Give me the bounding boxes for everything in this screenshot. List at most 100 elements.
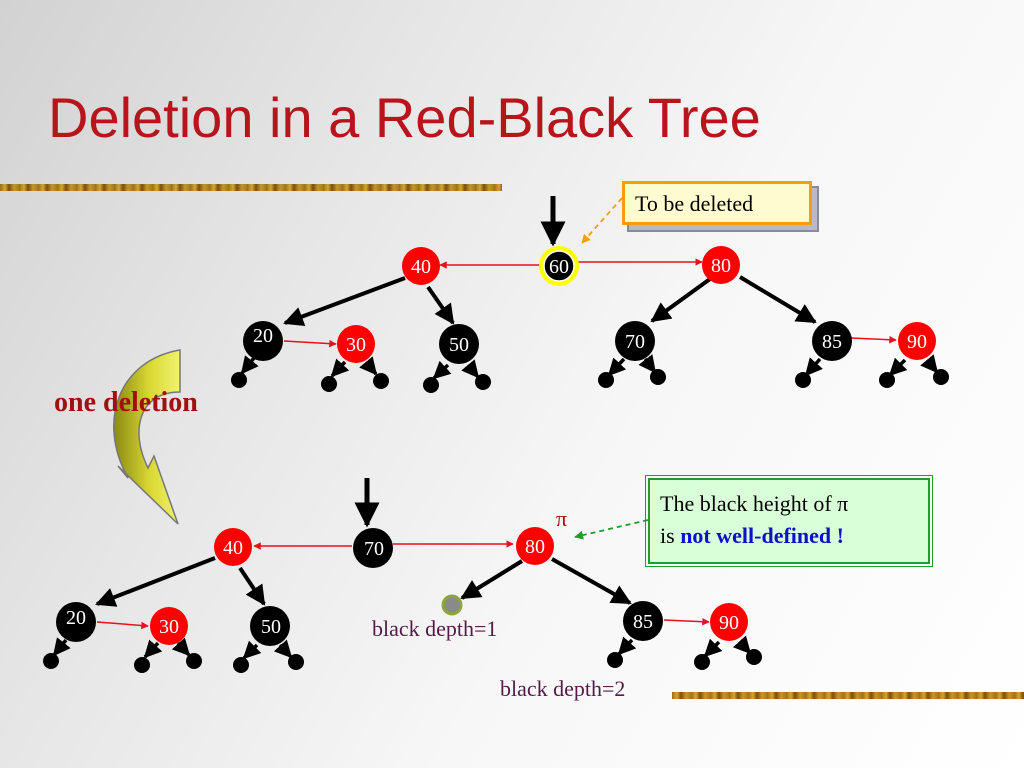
curved-down-arrow-icon <box>113 349 181 525</box>
tree-node-30: 30 <box>150 607 188 645</box>
nil-leaf <box>423 377 439 393</box>
edge-40-20 <box>95 556 216 607</box>
edge-80-85 <box>738 275 817 324</box>
black-depth-2-label: black depth=2 <box>500 676 626 701</box>
tree-node-60-highlighted: 60 <box>539 246 579 286</box>
node-key: 40 <box>411 256 431 278</box>
leaf-edge <box>461 359 480 379</box>
tree-node-70: 70 <box>615 321 655 361</box>
edge-80-pi <box>460 559 524 600</box>
callout-pointer <box>574 519 649 540</box>
node-key: 80 <box>525 536 545 558</box>
node-key: 50 <box>261 616 281 638</box>
nil-leaf <box>879 372 895 388</box>
nil-leaf <box>607 652 623 668</box>
nil-leaf <box>746 649 762 665</box>
edge-80-85 <box>551 557 632 605</box>
nil-leaf <box>233 657 249 673</box>
tree-node-90: 90 <box>710 603 748 641</box>
edge-40-20 <box>283 276 406 327</box>
leaf-edge <box>638 354 657 374</box>
node-key: 60 <box>549 256 569 278</box>
nil-leaf <box>231 372 247 388</box>
nil-leaf <box>43 653 59 669</box>
tree-node-80: 80 <box>516 527 554 565</box>
nil-leaf <box>373 373 389 389</box>
tree-node-85: 85 <box>623 601 663 641</box>
one-deletion-label: one deletion <box>54 387 198 418</box>
leaf-edge <box>273 639 293 659</box>
node-key: 70 <box>364 538 384 560</box>
leaf-edge <box>330 358 350 378</box>
bottom-rule <box>672 692 1024 699</box>
leaf-edge <box>52 637 71 657</box>
node-key: 85 <box>633 611 653 633</box>
bottom-tree: 40 70 80 20 30 50 85 90 <box>43 478 762 673</box>
link-20-30 <box>283 339 337 348</box>
title-underline <box>0 184 502 191</box>
link-20-30 <box>96 621 149 630</box>
edge-80-70 <box>650 277 712 323</box>
node-key: 20 <box>66 607 86 629</box>
link-85-90 <box>663 617 710 626</box>
callout-pointer <box>581 197 623 244</box>
callout-prefix: is <box>660 523 681 548</box>
node-key: 85 <box>822 331 842 353</box>
tree-node-20: 20 <box>243 321 283 361</box>
node-key: 90 <box>719 612 739 634</box>
tree-node-40: 40 <box>402 247 440 285</box>
leaf-edge <box>920 354 939 374</box>
black-depth-1-label: black depth=1 <box>372 616 498 641</box>
tree-node-70: 70 <box>353 528 393 568</box>
node-key: 30 <box>346 334 366 356</box>
tree-node-85: 85 <box>812 321 852 361</box>
leaf-edge <box>732 635 752 655</box>
leaf-edge <box>432 360 452 380</box>
edge-40-50 <box>238 566 266 606</box>
node-key: 30 <box>159 616 179 638</box>
tree-node-50: 50 <box>439 324 479 364</box>
callout-line-1: The black height of π <box>660 491 849 516</box>
callout-suffix: ! <box>831 523 844 548</box>
node-key: 80 <box>711 255 731 277</box>
node-key: 70 <box>625 331 645 353</box>
leaf-edge <box>359 356 378 376</box>
node-key: 90 <box>907 331 927 353</box>
nil-leaf <box>186 653 202 669</box>
tree-node-90: 90 <box>898 322 936 360</box>
callout-line-2: is not well-defined ! <box>660 520 928 552</box>
leaf-edge <box>888 357 908 377</box>
tree-node-80: 80 <box>702 246 740 284</box>
nil-leaf <box>321 376 337 392</box>
leaf-edge <box>617 636 637 656</box>
nil-leaf <box>288 654 304 670</box>
nil-leaf <box>694 654 710 670</box>
leaf-edge <box>703 638 723 658</box>
nil-leaf <box>134 657 150 673</box>
tree-node-50: 50 <box>250 606 290 646</box>
pi-label: π <box>556 506 568 531</box>
nil-leaf <box>598 372 614 388</box>
leaf-edge <box>240 355 259 375</box>
slide-title: Deletion in a Red-Black Tree <box>48 86 761 149</box>
link-85-90 <box>850 335 897 344</box>
nil-leaf <box>475 374 491 390</box>
callout-emphasis: not well-defined <box>680 523 832 548</box>
node-key: 40 <box>223 537 243 559</box>
edge-40-50 <box>426 285 455 325</box>
top-tree: 40 60 80 20 30 50 70 85 <box>231 196 949 393</box>
tree-node-40: 40 <box>214 528 252 566</box>
tree-node-20: 20 <box>56 602 96 642</box>
node-key: 20 <box>253 325 273 347</box>
tree-node-30: 30 <box>337 325 375 363</box>
leaf-edge <box>143 639 163 659</box>
leaf-edge <box>242 640 262 660</box>
node-key: 50 <box>449 334 469 356</box>
leaf-edge <box>607 357 627 377</box>
black-height-callout: The black height of π is not well-define… <box>645 475 933 567</box>
leaf-edge <box>171 637 191 657</box>
nil-leaf <box>650 369 666 385</box>
nil-leaf <box>933 369 949 385</box>
leaf-edge <box>804 357 823 377</box>
